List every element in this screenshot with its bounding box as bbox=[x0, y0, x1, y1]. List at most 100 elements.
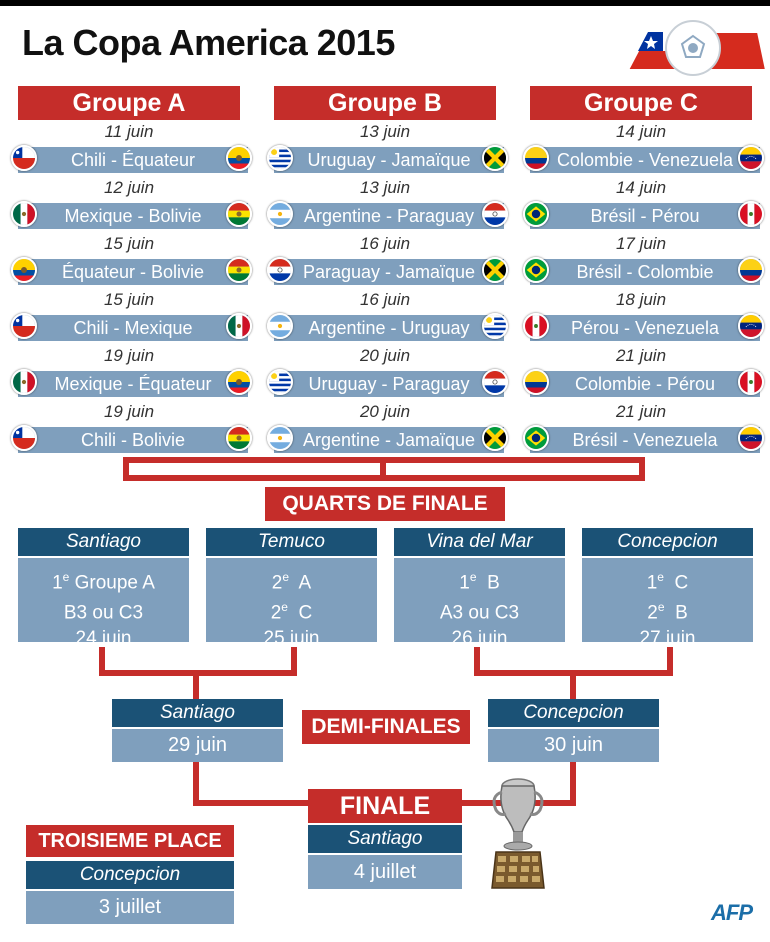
match-teams: Argentine - Uruguay bbox=[274, 315, 504, 341]
jamaica-flag-icon bbox=[482, 145, 508, 171]
match-teams: Brésil - Pérou bbox=[530, 203, 760, 229]
match-date: 14 juin bbox=[615, 122, 667, 141]
third-place-venue: Concepcion bbox=[26, 861, 234, 889]
venezuela-flag-icon bbox=[738, 145, 764, 171]
quarter-line-1: 1e B bbox=[394, 565, 565, 595]
match-date: 12 juin bbox=[103, 178, 155, 197]
semi2-stem bbox=[570, 670, 576, 700]
match-date: 20 juin bbox=[359, 402, 411, 421]
match-teams: Chili - Bolivie bbox=[18, 427, 248, 453]
semis-label: DEMI-FINALES bbox=[302, 710, 470, 744]
seed-rank: 2 bbox=[647, 602, 658, 624]
seed-group: C bbox=[663, 572, 689, 594]
bolivia-flag-icon bbox=[226, 425, 252, 451]
match-teams: Argentine - Paraguay bbox=[274, 203, 504, 229]
connector-left bbox=[123, 457, 129, 481]
peru-flag-icon bbox=[523, 313, 549, 339]
quarters-label: QUARTS DE FINALE bbox=[265, 487, 505, 521]
connector-right bbox=[639, 457, 645, 481]
colombia-flag-icon bbox=[738, 257, 764, 283]
seed-suffix: e bbox=[282, 570, 290, 584]
top-bar bbox=[0, 0, 770, 6]
bolivia-flag-icon bbox=[226, 257, 252, 283]
trophy-icon bbox=[488, 776, 548, 894]
qf4-line bbox=[667, 647, 673, 675]
match-teams: Mexique - Bolivie bbox=[18, 203, 248, 229]
semi2-venue: Concepcion bbox=[488, 699, 659, 727]
seed-group: A bbox=[289, 572, 312, 594]
seed-suffix: e bbox=[281, 600, 288, 615]
quarter-venue: Concepcion bbox=[582, 528, 753, 556]
uruguay-flag-icon bbox=[482, 313, 508, 339]
semi1-stem bbox=[193, 670, 199, 700]
uruguay-flag-icon bbox=[267, 145, 293, 171]
quarter-date: 27 juin bbox=[639, 627, 696, 649]
quarter-venue: Santiago bbox=[18, 528, 189, 556]
paraguay-flag-icon bbox=[482, 369, 508, 395]
match-date: 19 juin bbox=[103, 346, 155, 365]
semi2-date: 30 juin bbox=[488, 729, 659, 762]
group-title: Groupe B bbox=[274, 86, 496, 120]
quarter-date: 25 juin bbox=[263, 627, 320, 649]
match-teams: Pérou - Venezuela bbox=[530, 315, 760, 341]
final-label: FINALE bbox=[308, 789, 462, 823]
match-date: 18 juin bbox=[615, 290, 667, 309]
argentina-flag-icon bbox=[267, 425, 293, 451]
chile-flag-icon bbox=[11, 145, 37, 171]
connector-mid bbox=[380, 457, 386, 481]
match-date: 21 juin bbox=[615, 402, 667, 421]
mexico-flag-icon bbox=[11, 201, 37, 227]
match-date: 16 juin bbox=[359, 234, 411, 253]
quarter-date: 24 juin bbox=[75, 627, 132, 649]
match-teams: Mexique - Équateur bbox=[18, 371, 248, 397]
semi1-to-final bbox=[193, 800, 313, 806]
paraguay-flag-icon bbox=[482, 201, 508, 227]
page-title: La Copa America 2015 bbox=[22, 22, 395, 63]
match-teams: Uruguay - Jamaïque bbox=[274, 147, 504, 173]
peru-flag-icon bbox=[738, 369, 764, 395]
brazil-flag-icon bbox=[523, 201, 549, 227]
match-teams: Brésil - Colombie bbox=[530, 259, 760, 285]
chile-flag-icon bbox=[11, 313, 37, 339]
qf1-line bbox=[99, 647, 105, 675]
seed-rank: 2 bbox=[270, 602, 282, 624]
jamaica-flag-icon bbox=[482, 425, 508, 451]
peru-flag-icon bbox=[738, 201, 764, 227]
afp-logo: AFP bbox=[711, 900, 753, 925]
match-date: 14 juin bbox=[615, 178, 667, 197]
seed-rank: A3 ou C3 bbox=[439, 602, 520, 624]
seed-rank: B3 ou C3 bbox=[63, 602, 144, 624]
quarter-line-2: 2e C bbox=[206, 595, 377, 625]
seed-rank: 1 bbox=[52, 572, 63, 594]
match-teams: Paraguay - Jamaïque bbox=[274, 259, 504, 285]
venezuela-flag-icon bbox=[738, 313, 764, 339]
group-title: Groupe C bbox=[530, 86, 752, 120]
match-date: 21 juin bbox=[615, 346, 667, 365]
seed-suffix: e bbox=[657, 570, 664, 584]
colombia-flag-icon bbox=[523, 369, 549, 395]
match-teams: Chili - Mexique bbox=[18, 315, 248, 341]
quarter-line-1: 1e C bbox=[582, 565, 753, 595]
argentina-flag-icon bbox=[267, 201, 293, 227]
seed-group: B bbox=[476, 572, 500, 594]
match-date: 17 juin bbox=[615, 234, 667, 253]
match-date: 20 juin bbox=[359, 346, 411, 365]
match-date: 15 juin bbox=[103, 234, 155, 253]
match-date: 19 juin bbox=[103, 402, 155, 421]
seed-rank: 2 bbox=[271, 572, 283, 594]
semi1-date: 29 juin bbox=[112, 729, 283, 762]
match-teams: Brésil - Venezuela bbox=[530, 427, 760, 453]
match-teams: Colombie - Venezuela bbox=[530, 147, 760, 173]
match-date: 11 juin bbox=[104, 122, 154, 141]
seed-suffix: e bbox=[62, 570, 70, 584]
venezuela-flag-icon bbox=[738, 425, 764, 451]
paraguay-flag-icon bbox=[267, 257, 293, 283]
ecuador-flag-icon bbox=[11, 257, 37, 283]
seed-rank: 1 bbox=[646, 572, 658, 594]
match-teams: Équateur - Bolivie bbox=[18, 259, 248, 285]
seed-suffix: e bbox=[469, 570, 477, 584]
bolivia-flag-icon bbox=[226, 201, 252, 227]
